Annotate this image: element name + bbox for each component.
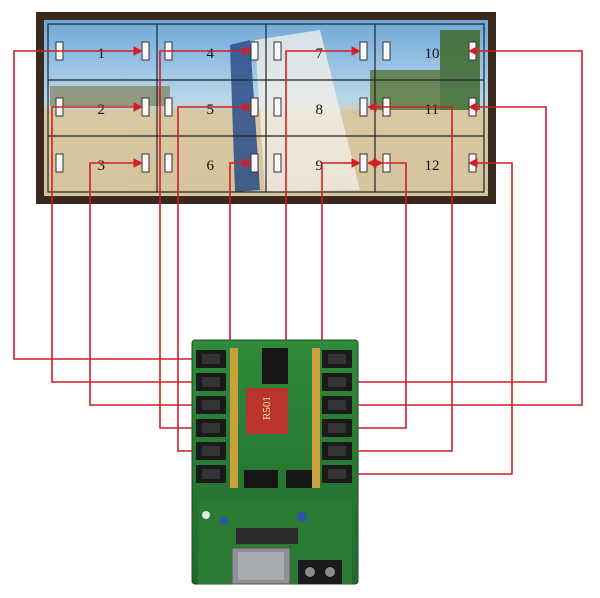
panel-input-port: [164, 97, 173, 117]
panel-output-port: [359, 41, 368, 61]
panel-number: 11: [425, 102, 439, 118]
wiring-layer: [13, 46, 583, 477]
panel-input-port: [273, 41, 282, 61]
hub-connector: [322, 396, 352, 414]
data-cable: [336, 46, 583, 406]
panel-output-port: [359, 153, 368, 173]
panel-output-port: [250, 41, 259, 61]
hub-connector: [322, 465, 352, 483]
panel-9: 9: [273, 153, 368, 174]
data-cable: [336, 102, 453, 452]
panel-number: 7: [316, 46, 324, 62]
panel-input-port: [382, 41, 391, 61]
data-cable: [336, 102, 547, 383]
fpga-chip: [246, 388, 288, 434]
pin-header-right: [312, 348, 320, 488]
panel-number: 8: [316, 102, 324, 118]
panel-output-port: [250, 97, 259, 117]
ic-chip: [244, 470, 278, 488]
ethernet-port: [238, 552, 284, 580]
sdram-chip: [262, 348, 288, 384]
panel-number: 6: [207, 158, 215, 174]
panel-number: 1: [98, 46, 106, 62]
data-cable: [336, 158, 407, 429]
panel-8: 8: [273, 97, 368, 118]
data-cable: [336, 158, 513, 475]
capacitor: [297, 512, 307, 522]
receiving-card: R501: [191, 339, 359, 585]
panel-number: 9: [316, 158, 324, 174]
data-cable: [51, 102, 210, 383]
status-led-strip: [236, 528, 298, 544]
panel-output-port: [141, 153, 150, 173]
panel-number: 10: [425, 46, 440, 62]
panel-number: 2: [98, 102, 106, 118]
data-cable: [159, 46, 252, 429]
panel-output-port: [359, 97, 368, 117]
ic-chip: [286, 470, 316, 488]
panel-output-port: [141, 97, 150, 117]
hub-connector: [322, 419, 352, 437]
hub-connector: [322, 442, 352, 460]
terminal-screw: [325, 567, 335, 577]
hub-connector: [196, 350, 226, 368]
panel-output-port: [250, 153, 259, 173]
panel-input-port: [55, 153, 64, 173]
pin-header-left: [230, 348, 238, 488]
panel-number: 4: [207, 46, 215, 62]
led-screen: 1 4 7 10 2 5 8 11 3 6 9 12: [36, 12, 496, 204]
hub-connector: [196, 419, 226, 437]
data-cable: [89, 158, 210, 406]
hub-connector: [196, 465, 226, 483]
hub-connector: [196, 373, 226, 391]
panel-input-port: [273, 97, 282, 117]
panel-input-port: [164, 153, 173, 173]
hub-connectors: [196, 350, 352, 483]
panel-number: 3: [98, 158, 106, 174]
button: [202, 511, 210, 519]
terminal-screw: [305, 567, 315, 577]
power-terminal: [298, 560, 342, 584]
capacitor: [220, 517, 228, 525]
panel-output-port: [141, 41, 150, 61]
data-cable: [13, 46, 210, 360]
hub-connector: [196, 442, 226, 460]
hub-connector: [322, 350, 352, 368]
panel-grid: [47, 23, 485, 193]
panel-input-port: [273, 153, 282, 173]
panel-number: 12: [425, 158, 440, 174]
hub-connector: [196, 396, 226, 414]
hub-connector: [322, 373, 352, 391]
panel-number: 5: [207, 102, 215, 118]
chip-label: R501: [261, 396, 273, 420]
